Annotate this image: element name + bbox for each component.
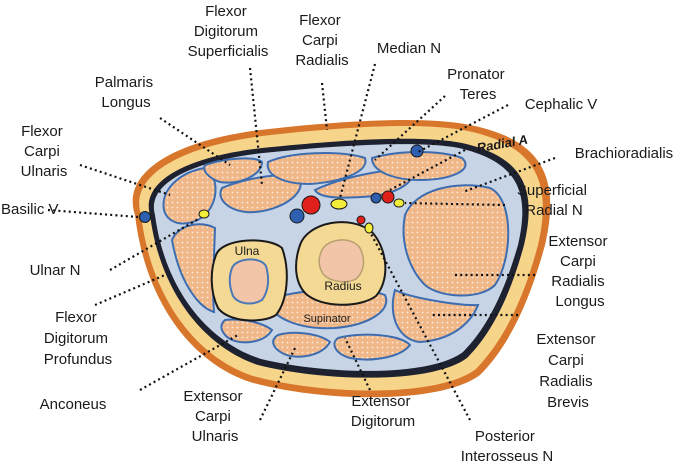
label-superficial-radial: Superficial Radial N [517, 182, 591, 219]
label-fcu: Flexor Carpi Ulnaris [21, 123, 68, 180]
radius-label: Radius [324, 279, 361, 293]
muscle-fcr [266, 152, 367, 186]
posterior-interosseous-nerve [364, 222, 374, 234]
ulna-label: Ulna [235, 244, 260, 258]
cephalic-vein [410, 144, 424, 158]
muscle-ecu [272, 331, 332, 358]
label-anconeus: Anconeus [40, 396, 107, 413]
supinator-label: Supinator [303, 313, 350, 325]
pin-artery [356, 215, 366, 225]
label-ecrl: Extensor Carpi Radialis Longus [548, 233, 611, 310]
label-ecrb: Extensor Carpi Radialis Brevis [536, 331, 599, 411]
radius-marrow [318, 239, 365, 283]
ulnar-nerve [198, 209, 210, 219]
muscle-ecrl [402, 184, 510, 297]
label-fcr: Flexor Carpi Radialis [295, 12, 348, 69]
label-ulnar-nerve: Ulnar N [30, 262, 81, 279]
label-cephalic-vein: Cephalic V [525, 96, 598, 113]
muscle-ecrb [391, 288, 480, 344]
label-fds: Flexor Digitorum Superficialis [188, 3, 269, 60]
median-nerve [330, 198, 348, 210]
label-pin: Posterior Interosseus N [461, 428, 554, 465]
leader-lines [47, 63, 556, 421]
label-ecu: Extensor Carpi Ulnaris [183, 388, 246, 445]
label-palmaris: Palmaris Longus [95, 74, 158, 111]
label-pronator: Pronator Teres [447, 66, 509, 103]
muscle-fcu [162, 166, 217, 225]
muscle-palmaris [203, 157, 264, 184]
label-fdp: Flexor Digitorum Profundus [44, 309, 112, 368]
radial-vein [370, 192, 382, 204]
brachial-vein [289, 208, 305, 224]
basilic-vein [139, 211, 151, 223]
ulna-marrow [228, 258, 270, 305]
label-brachioradialis: Brachioradialis [575, 145, 673, 162]
label-median-nerve: Median N [377, 40, 441, 57]
radial-artery [381, 190, 395, 204]
brachial-artery [301, 195, 321, 215]
superficial-radial-nerve [393, 198, 405, 208]
label-basilic-vein: Basilic V [1, 201, 59, 218]
label-ed: Extensor Digitorum [351, 393, 415, 430]
muscle-ed [333, 333, 412, 361]
